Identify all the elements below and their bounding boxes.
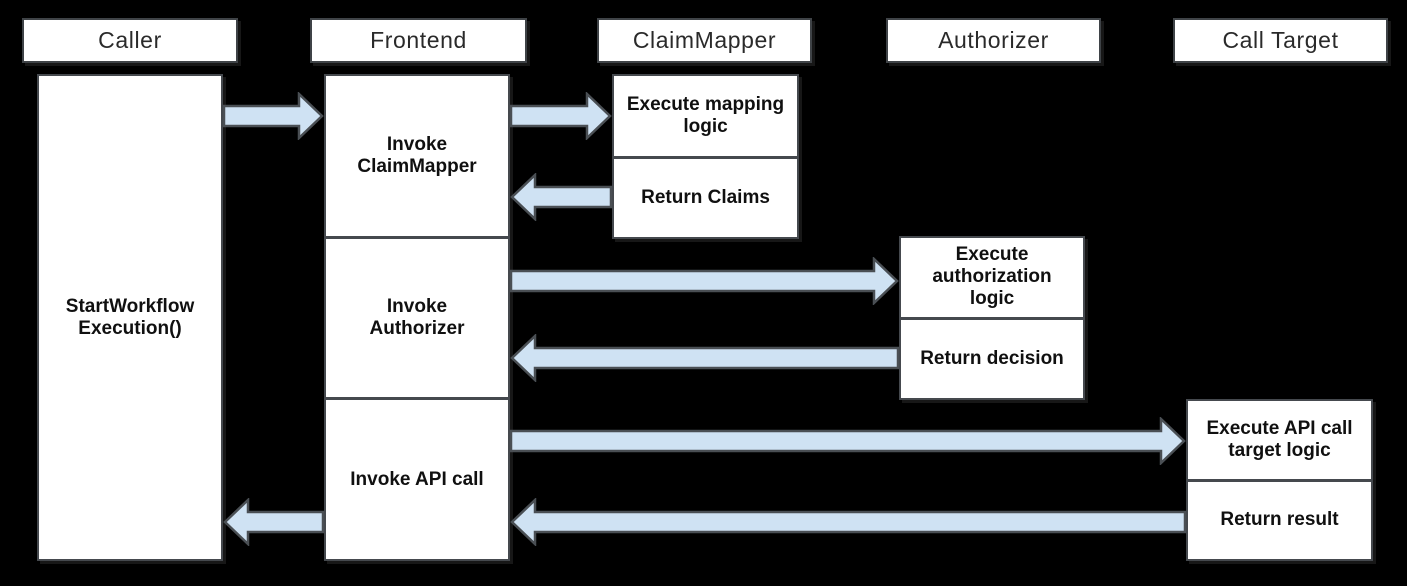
activation-step: Return decision (901, 316, 1083, 399)
arrow-frontend-to-authorizer (510, 257, 899, 305)
activation-step-label: Return Claims (641, 187, 770, 209)
activation-step-label: Invoke ClaimMapper (357, 133, 477, 177)
arrow-frontend-to-calltarget (510, 417, 1186, 465)
activation-step-label: Execute mapping logic (626, 94, 785, 138)
activation-step: Return Claims (614, 156, 797, 237)
activation-step-label: Execute authorization logic (932, 244, 1052, 310)
actor-header-claimmapper: ClaimMapper (597, 18, 812, 63)
activation-step-label: Invoke Authorizer (369, 295, 465, 339)
activation-step: Invoke Authorizer (326, 235, 508, 398)
actor-label: ClaimMapper (632, 27, 777, 53)
activation-step-label: Execute API call target logic (1206, 417, 1353, 461)
activation-caller: StartWorkflow Execution() (37, 74, 223, 561)
actor-header-caller: Caller (22, 18, 238, 63)
actor-label: Authorizer (938, 27, 1049, 53)
actor-label: Call Target (1222, 27, 1339, 53)
activation-step: Execute authorization logic (901, 238, 1083, 317)
activation-step-label: StartWorkflow Execution() (65, 295, 195, 339)
arrow-shape (510, 417, 1186, 465)
arrow-calltarget-to-frontend (510, 498, 1186, 546)
arrow-caller-to-frontend (223, 92, 324, 140)
arrow-frontend-to-claimmapper (510, 92, 612, 140)
activation-step: Return result (1188, 478, 1371, 560)
arrow-claimmapper-to-frontend (510, 173, 612, 221)
activation-step-label: Invoke API call (350, 468, 484, 490)
arrow-shape (223, 498, 324, 546)
activation-step-label: Return result (1220, 509, 1339, 531)
arrow-shape (510, 92, 612, 140)
arrow-authorizer-to-frontend (510, 334, 899, 382)
actor-label: Frontend (370, 27, 467, 53)
activation-step: Invoke ClaimMapper (326, 76, 508, 236)
actor-label: Caller (98, 27, 162, 53)
arrow-shape (510, 257, 899, 305)
arrow-shape (223, 92, 324, 140)
arrow-shape (510, 173, 612, 221)
actor-header-authorizer: Authorizer (886, 18, 1101, 63)
arrow-shape (510, 334, 899, 382)
arrow-frontend-to-caller (223, 498, 324, 546)
arrow-shape (510, 498, 1186, 546)
actor-header-calltarget: Call Target (1173, 18, 1388, 63)
activation-step: Execute API call target logic (1188, 401, 1371, 479)
actor-header-frontend: Frontend (310, 18, 527, 63)
activation-step: Invoke API call (326, 397, 508, 559)
activation-step: Execute mapping logic (614, 76, 797, 156)
activation-step: StartWorkflow Execution() (39, 76, 221, 559)
activation-step-label: Return decision (920, 347, 1064, 369)
